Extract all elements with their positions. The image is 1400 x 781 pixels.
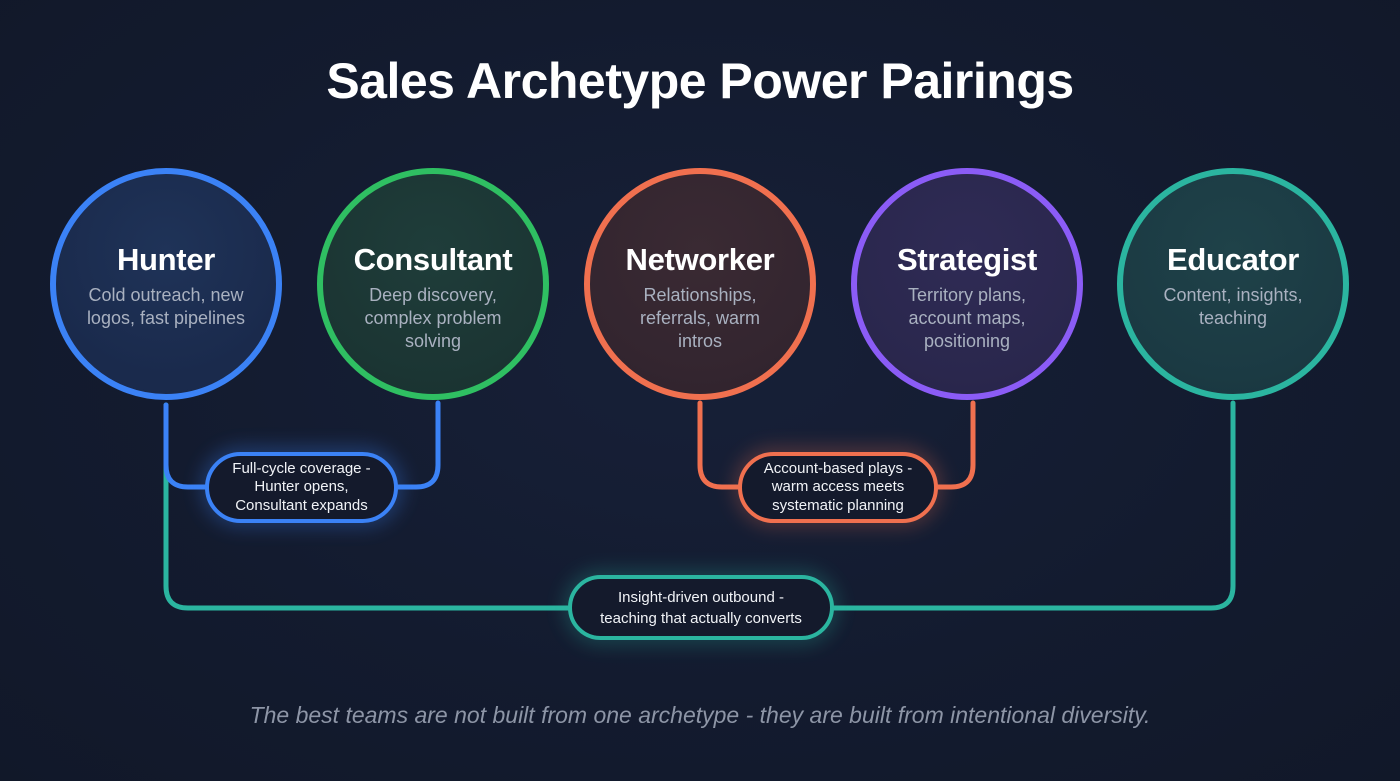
pairing-text-line: Consultant expands xyxy=(235,496,368,514)
connector-hunter-educator xyxy=(163,400,1236,611)
archetype-educator: Educator Content, insights, teaching xyxy=(1117,168,1349,400)
archetype-title: Consultant xyxy=(353,242,513,277)
archetype-description: Cold outreach, new logos, fast pipelines xyxy=(86,285,246,328)
archetype-title: Strategist xyxy=(897,242,1037,277)
archetype-networker: Networker Relationships, referrals, warm… xyxy=(584,168,816,400)
archetype-description: Territory plans, account maps, positioni… xyxy=(907,285,1027,351)
archetype-strategist: Strategist Territory plans, account maps… xyxy=(851,168,1083,400)
footer-tagline: The best teams are not built from one ar… xyxy=(249,702,1151,728)
pairing-hunter-consultant: Full-cycle coverage - Hunter opens, Cons… xyxy=(205,452,398,523)
connector-networker-strategist xyxy=(697,400,976,490)
archetype-description: Deep discovery, complex problem solving xyxy=(364,285,502,351)
pairing-text-line: systematic planning xyxy=(772,496,904,514)
pairing-text-line: Account-based plays - xyxy=(763,459,913,477)
pairing-text-line: teaching that actually converts xyxy=(600,609,802,627)
connector-hunter-consultant xyxy=(163,400,441,490)
archetype-title: Networker xyxy=(625,242,775,277)
pairing-text-line: warm access meets xyxy=(771,478,905,496)
archetype-title: Educator xyxy=(1167,242,1299,277)
pairing-text-line: Full-cycle coverage - xyxy=(232,459,371,477)
page-title: Sales Archetype Power Pairings xyxy=(326,53,1074,109)
pairing-text-line: Hunter opens, xyxy=(254,478,349,496)
archetype-hunter: Hunter Cold outreach, new logos, fast pi… xyxy=(50,168,282,400)
archetype-consultant: Consultant Deep discovery, complex probl… xyxy=(317,168,549,400)
pairing-text-line: Insight-driven outbound - xyxy=(618,588,784,606)
archetype-description: Content, insights, teaching xyxy=(1163,285,1303,328)
archetype-description: Relationships, referrals, warm intros xyxy=(639,285,760,351)
archetype-title: Hunter xyxy=(116,242,216,277)
pairing-networker-strategist: Account-based plays - warm access meets … xyxy=(738,452,938,523)
pairing-hunter-educator: Insight-driven outbound - teaching that … xyxy=(568,575,834,640)
